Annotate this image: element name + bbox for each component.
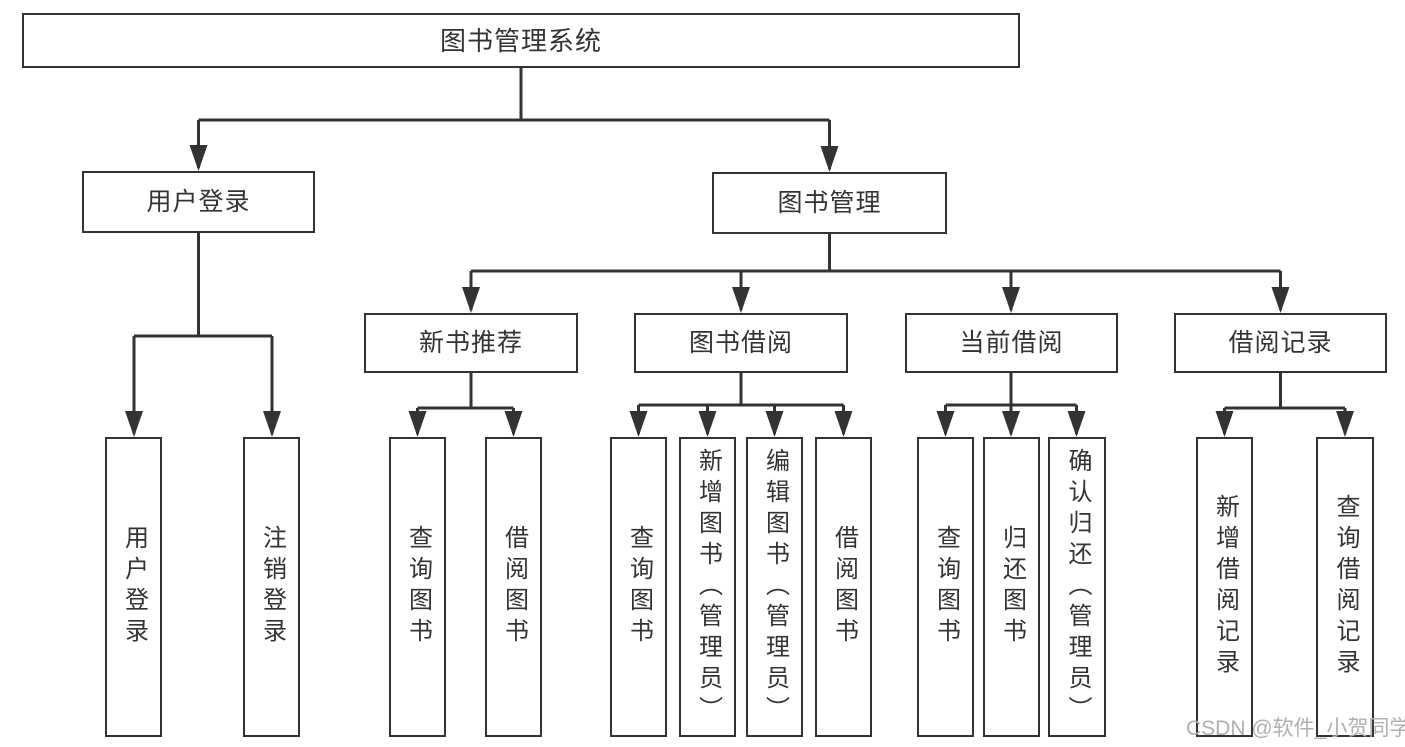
leaf-borrow-books-borrow: 借阅图书 — [815, 437, 872, 737]
node-book-management-label: 图书管理 — [777, 188, 882, 217]
leaf-add-book-admin-label: 新增图书（管理员） — [694, 447, 722, 727]
leaf-user-login-label: 用户登录 — [120, 525, 148, 649]
leaf-borrow-books-borrow-label: 借阅图书 — [830, 525, 858, 649]
leaf-add-book-admin: 新增图书（管理员） — [679, 437, 736, 737]
leaf-add-borrow-record: 新增借阅记录 — [1196, 437, 1253, 737]
node-borrow-records-label: 借阅记录 — [1228, 328, 1333, 357]
leaf-borrow-books-recommend: 借阅图书 — [485, 437, 542, 737]
leaf-query-books-recommend-label: 查询图书 — [404, 525, 432, 649]
leaf-query-borrow-record: 查询借阅记录 — [1316, 437, 1374, 737]
leaf-user-login: 用户登录 — [105, 437, 162, 737]
node-new-book-recommend-label: 新书推荐 — [418, 328, 523, 357]
node-root-label: 图书管理系统 — [439, 25, 602, 56]
node-book-management: 图书管理 — [712, 172, 947, 234]
leaf-confirm-return-admin-label: 确认归还（管理员） — [1064, 447, 1091, 727]
leaf-query-books-current-label: 查询图书 — [932, 525, 960, 649]
node-user-login: 用户登录 — [82, 171, 315, 233]
leaf-query-books-borrow-label: 查询图书 — [625, 525, 653, 649]
node-borrow-records: 借阅记录 — [1174, 313, 1387, 373]
leaf-query-books-recommend: 查询图书 — [389, 437, 446, 737]
leaf-logout-label: 注销登录 — [258, 525, 286, 649]
leaf-query-borrow-record-label: 查询借阅记录 — [1332, 494, 1359, 680]
watermark: CSDN @软件_小贺同学 — [1186, 717, 1405, 740]
leaf-return-books: 归还图书 — [983, 437, 1040, 737]
leaf-edit-book-admin-label: 编辑图书（管理员） — [761, 447, 789, 727]
node-book-borrow-label: 图书借阅 — [688, 328, 793, 357]
leaf-logout: 注销登录 — [243, 437, 300, 737]
leaf-add-borrow-record-label: 新增借阅记录 — [1211, 494, 1239, 680]
leaf-confirm-return-admin: 确认归还（管理员） — [1048, 437, 1106, 737]
node-current-borrow-label: 当前借阅 — [959, 328, 1064, 357]
node-user-login-label: 用户登录 — [146, 187, 251, 216]
leaf-query-books-current: 查询图书 — [917, 437, 974, 737]
leaf-edit-book-admin: 编辑图书（管理员） — [746, 437, 803, 737]
leaf-return-books-label: 归还图书 — [998, 525, 1026, 649]
node-root-system: 图书管理系统 — [22, 13, 1020, 68]
leaf-query-books-borrow: 查询图书 — [610, 437, 667, 737]
leaf-borrow-books-recommend-label: 借阅图书 — [500, 525, 528, 649]
node-book-borrow: 图书借阅 — [634, 313, 848, 373]
node-current-borrow: 当前借阅 — [905, 313, 1118, 373]
node-new-book-recommend: 新书推荐 — [364, 313, 578, 373]
